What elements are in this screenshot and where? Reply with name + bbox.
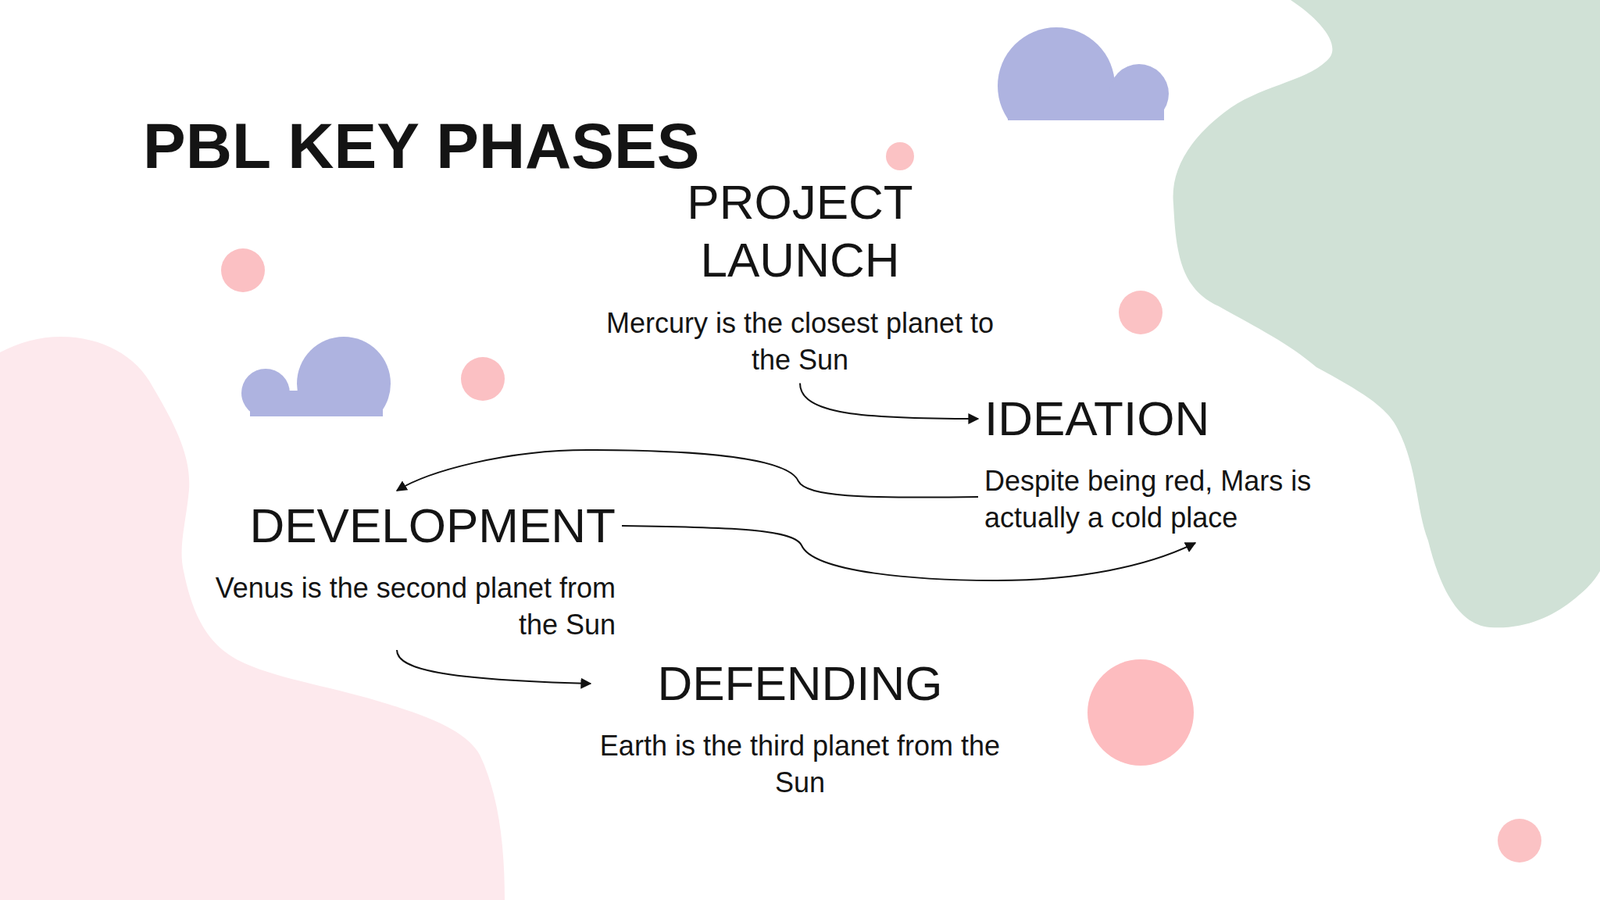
- cloud: [997, 27, 1169, 121]
- flow-arrow: [396, 650, 591, 684]
- pink-dot: [460, 357, 505, 401]
- phase-description: Despite being red, Mars is actually a co…: [984, 463, 1391, 537]
- phase-description: Mercury is the closest planet to the Sun: [596, 305, 1004, 379]
- flow-arrow: [800, 382, 979, 419]
- phase-heading: IDEATION: [984, 389, 1422, 448]
- phase-node: IDEATION Despite being red, Mars is actua…: [984, 389, 1422, 537]
- pink-dot: [1497, 818, 1542, 863]
- phase-node: DEFENDING Earth is the third planet from …: [596, 654, 1004, 802]
- phase-description: Venus is the second planet from the Sun: [209, 570, 616, 644]
- phase-heading: DEVELOPMENT: [146, 496, 616, 555]
- pink-dot: [885, 142, 915, 171]
- pink-blob: [0, 336, 505, 900]
- flow-arrow: [621, 525, 1196, 581]
- pink-dot: [1087, 659, 1194, 766]
- pink-dot: [1118, 290, 1163, 335]
- phase-description: Earth is the third planet from the Sun: [596, 728, 1004, 802]
- flow-arrow: [396, 450, 979, 498]
- cloud: [241, 336, 391, 417]
- phase-heading: DEFENDING: [596, 654, 1004, 713]
- phase-node: DEVELOPMENT Venus is the second planet fr…: [146, 496, 616, 644]
- phase-heading: PROJECT LAUNCH: [596, 173, 1004, 290]
- pink-dot: [221, 248, 265, 293]
- phase-node: PROJECT LAUNCH Mercury is the closest pla…: [596, 173, 1004, 379]
- diagram-title: PBL KEY PHASES: [142, 109, 700, 183]
